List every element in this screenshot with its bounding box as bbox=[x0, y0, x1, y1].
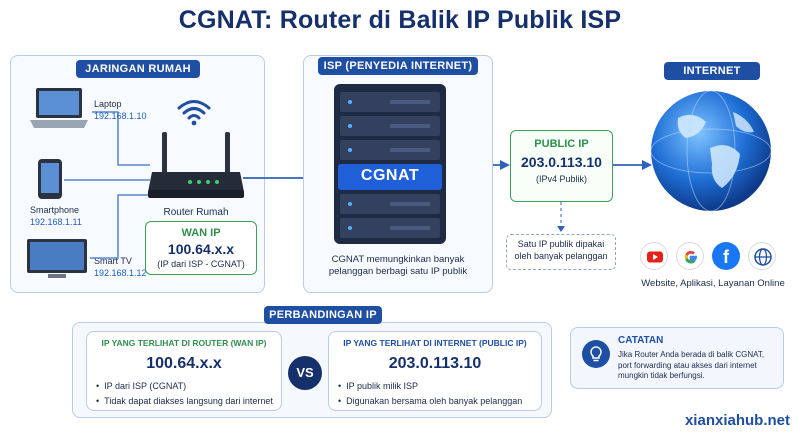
wan-ip-note: (IP dari ISP - CGNAT) bbox=[157, 259, 245, 269]
isp-label: ISP (PENYEDIA INTERNET) bbox=[318, 57, 478, 75]
internet-caption: Website, Aplikasi, Layanan Online bbox=[641, 278, 785, 289]
wan-ip-value: 100.64.x.x bbox=[167, 241, 235, 257]
router-ip-point: Tidak dapat diakses langsung dari intern… bbox=[96, 396, 282, 406]
public-ip-card-title: IP YANG TERLIHAT DI INTERNET (PUBLIC IP) bbox=[343, 338, 527, 348]
page-title: CGNAT: Router di Balik IP Publik ISP bbox=[178, 6, 622, 34]
comparison-label: PERBANDINGAN IP bbox=[264, 306, 382, 324]
public-ip-points: IP publik milik ISP Digunakan bersama ol… bbox=[338, 381, 542, 411]
router-ip-points: IP dari ISP (CGNAT) Tidak dapat diakses … bbox=[96, 381, 282, 411]
youtube-icon bbox=[640, 242, 668, 270]
public-ip-point: IP publik milik ISP bbox=[338, 381, 542, 391]
vs-badge: VS bbox=[288, 356, 322, 390]
router-ip-card-value: 100.64.x.x bbox=[146, 355, 222, 372]
web-globe-icon bbox=[748, 242, 776, 270]
watermark: xianxiahub.net bbox=[684, 412, 790, 429]
facebook-icon: f bbox=[712, 242, 740, 270]
home-network-label: JARINGAN RUMAH bbox=[76, 60, 200, 78]
note-title: CATATAN bbox=[618, 335, 664, 346]
shared-ip-note: Satu IP publik dipakai oleh banyak pelan… bbox=[514, 239, 608, 261]
laptop-name: Laptop bbox=[94, 99, 122, 109]
note-text: Jika Router Anda berada di balik CGNAT, … bbox=[618, 350, 765, 380]
isp-description: CGNAT memungkinkan banyak pelanggan berb… bbox=[328, 254, 468, 277]
smart-tv-ip: 192.168.1.12 bbox=[94, 268, 147, 278]
router-label: Router Rumah bbox=[163, 207, 229, 218]
shared-ip-note-box bbox=[506, 234, 616, 270]
internet-label: INTERNET bbox=[664, 62, 760, 80]
router-ip-card-title: IP YANG TERLIHAT DI ROUTER (WAN IP) bbox=[101, 338, 267, 348]
wan-ip-title: WAN IP bbox=[181, 227, 221, 239]
smartphone-ip: 192.168.1.11 bbox=[30, 217, 82, 227]
laptop-ip: 192.168.1.10 bbox=[94, 111, 147, 121]
router-icon bbox=[148, 132, 244, 198]
wan-ip-box: WAN IP 100.64.x.x (IP dari ISP - CGNAT) bbox=[145, 221, 257, 275]
smart-tv-name: Smart TV bbox=[94, 256, 132, 266]
public-ip-title: PUBLIC IP bbox=[534, 138, 589, 150]
globe-icon bbox=[650, 90, 772, 212]
google-icon bbox=[676, 242, 704, 270]
cgnat-server-icon bbox=[334, 84, 446, 244]
public-ip-point: Digunakan bersama oleh banyak pelanggan bbox=[338, 396, 542, 406]
public-ip-card-value: 203.0.113.10 bbox=[388, 355, 482, 372]
wifi-icon bbox=[177, 100, 211, 126]
public-ip-note: (IPv4 Publik) bbox=[535, 174, 588, 184]
smartphone-icon bbox=[38, 159, 62, 199]
smartphone-name: Smartphone bbox=[30, 205, 80, 215]
router-ip-point: IP dari ISP (CGNAT) bbox=[96, 381, 282, 391]
public-ip-value: 203.0.113.10 bbox=[521, 154, 602, 170]
laptop-icon bbox=[30, 88, 88, 128]
public-ip-box: PUBLIC IP 203.0.113.10 (IPv4 Publik) bbox=[510, 130, 613, 202]
lightbulb-icon bbox=[582, 340, 610, 368]
smart-tv-icon bbox=[27, 239, 87, 278]
cgnat-label: CGNAT bbox=[360, 167, 420, 184]
